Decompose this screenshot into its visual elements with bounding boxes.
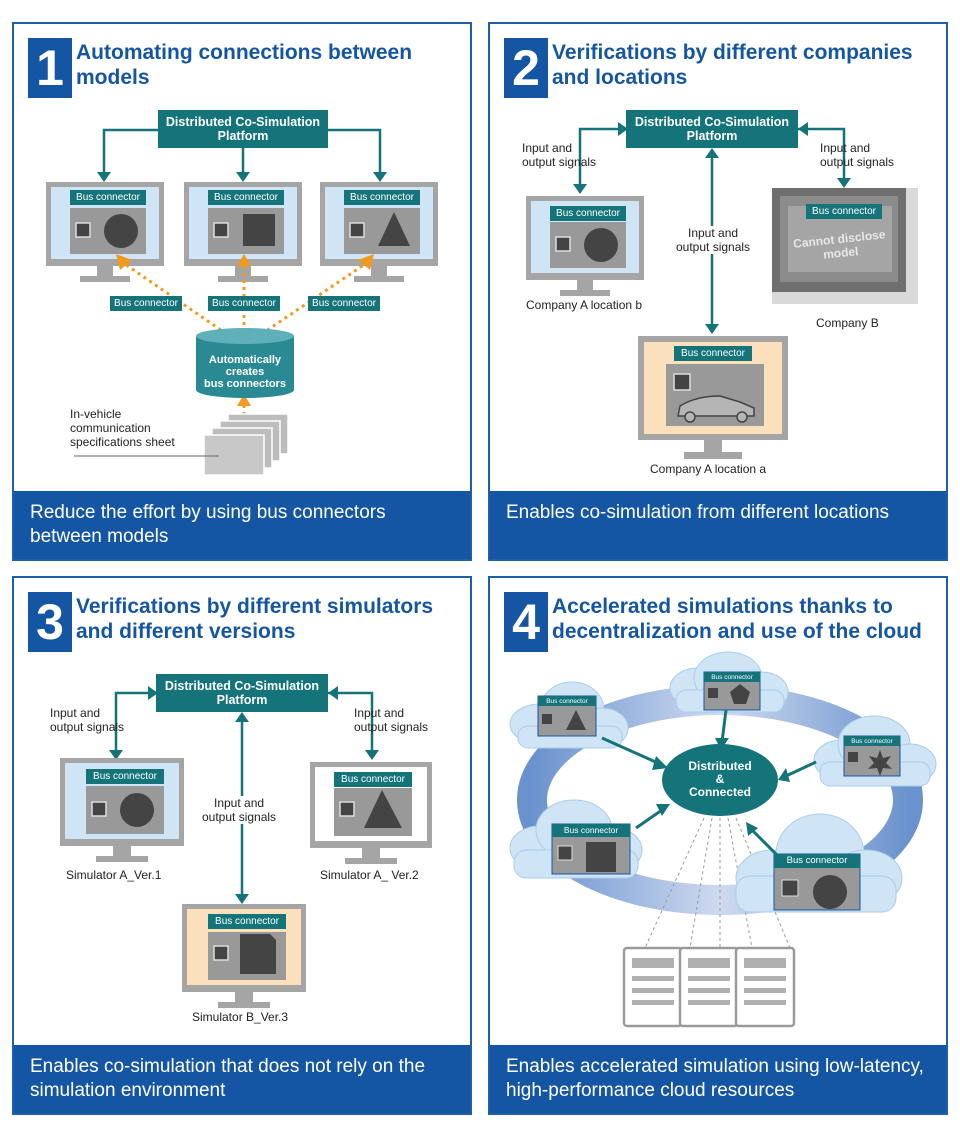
simulator-a-ver1-label: Simulator A_Ver.1 [66, 868, 162, 882]
cloud-model-top-left [537, 695, 597, 737]
monitor-1 [46, 182, 164, 282]
bus-connector-badge: Bus connector [851, 738, 893, 745]
bus-connector-badge: Bus connector [681, 348, 745, 359]
bus-connector-tag: Bus connector [312, 298, 376, 309]
panel-footer: Enables accelerated simulation using low… [490, 1045, 946, 1113]
panel4-diagram [509, 651, 937, 1028]
panel-title: Accelerated simulations thanks to decent… [552, 595, 922, 643]
bus-connector-badge: Bus connector [215, 916, 279, 927]
panel-footer: Enables co-simulation from different loc… [490, 491, 946, 559]
car-icon [677, 395, 755, 417]
panel-number: 2 [504, 38, 548, 98]
panel-companies-locations: 2 Verifications by different companies a… [488, 22, 948, 561]
monitor-company-b [772, 188, 918, 304]
bus-connector-badge: Bus connector [76, 192, 140, 203]
panel-title: Verifications by different simulators an… [76, 595, 434, 643]
bus-connector-badge: Bus connector [786, 855, 848, 866]
panel-simulators-versions: 3 Verifications by different simulators … [12, 576, 472, 1115]
panel-footer: Reduce the effort by using bus connector… [14, 491, 470, 559]
cloud-model-top-center [703, 671, 761, 711]
panel-number: 4 [504, 592, 548, 652]
monitor-sim-b3 [182, 904, 306, 1008]
simulator-a-ver2-label: Simulator A_ Ver.2 [320, 868, 419, 882]
cloud-model-bottom-left [551, 823, 631, 875]
panel-automating-connections: 1 Automating connections between models [12, 22, 472, 561]
bus-connector-badge: Bus connector [93, 771, 157, 782]
cloud-model-right [843, 735, 901, 777]
panel-cloud-acceleration: 4 Accelerated simulations thanks to dece… [488, 576, 948, 1115]
monitor-company-a-b [526, 196, 644, 296]
bus-connector-badge: Bus connector [341, 774, 405, 785]
bus-connector-badge: Bus connector [711, 674, 753, 681]
monitor-company-a-a [638, 336, 788, 459]
cloud-model-bottom-right [773, 853, 861, 911]
company-b-label: Company B [816, 316, 879, 330]
bus-connector-badge: Bus connector [546, 698, 588, 705]
database-cylinder [196, 328, 294, 398]
bus-connector-badge: Bus connector [350, 192, 414, 203]
company-a-location-b-label: Company A location b [526, 298, 643, 312]
panel-footer: Enables co-simulation that does not rely… [14, 1045, 470, 1113]
panel-number: 3 [28, 592, 72, 652]
bus-connector-badge: Bus connector [563, 825, 619, 835]
panel-title: Verifications by different companies and… [552, 41, 913, 89]
company-a-location-a-label: Company A location a [650, 462, 767, 476]
hub-label: Distributed&Connected [688, 759, 752, 799]
panel1-diagram [46, 110, 438, 476]
bus-connector-badge: Bus connector [812, 206, 876, 217]
monitor-sim-a2 [310, 762, 432, 864]
bus-connector-badge: Bus connector [214, 192, 278, 203]
bus-connector-tag: Bus connector [114, 298, 178, 309]
bus-connector-badge: Bus connector [556, 208, 620, 219]
monitor-sim-a1 [60, 758, 184, 862]
panel-number: 1 [28, 38, 72, 98]
simulator-b-ver3-label: Simulator B_Ver.3 [192, 1010, 289, 1024]
bus-connector-tag: Bus connector [212, 298, 276, 309]
platform-box [158, 110, 328, 148]
panel-title: Automating connections between models [76, 41, 413, 89]
spec-sheets [203, 413, 289, 476]
panel2-diagram [526, 110, 918, 459]
panel3-diagram [60, 674, 432, 1008]
hub-ellipse [662, 744, 778, 816]
